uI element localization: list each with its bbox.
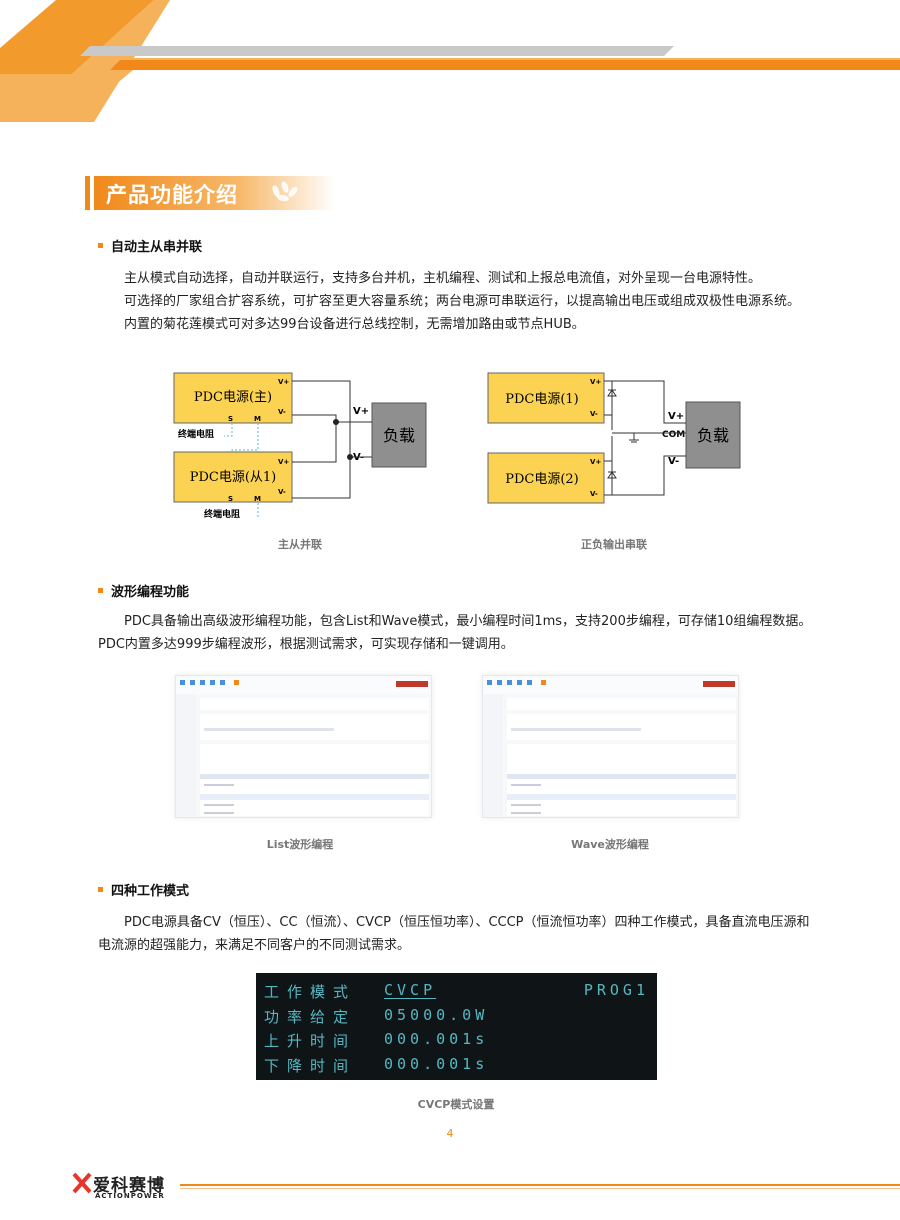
caption-cvcp: CVCP模式设置 [417,1098,495,1111]
logo-subtext: ACTIONPOWER [95,1192,165,1200]
series-diagram: PDC电源(1) V+ V- PDC电源(2) V+ V- 负载 V+ COM … [487,372,741,504]
caption-parallel: 主从并联 [278,538,322,551]
flower-icon [272,181,298,202]
unit-slave-label: PDC电源(从1) [190,470,277,485]
svg-text:V+: V+ [353,406,369,417]
svg-text:V+: V+ [590,458,601,466]
caption-list: List波形编程 [266,838,334,851]
svg-text:V-: V- [590,410,598,418]
header-decoration [0,0,900,122]
sub-heading: 自动主从串并联 [98,236,202,255]
wave-screenshot [482,675,739,818]
svg-text:V+: V+ [668,411,684,422]
unit2-label: PDC电源(2) [505,472,579,487]
svg-text:V+: V+ [278,458,289,466]
svg-text:S: S [228,495,233,503]
footer-line-2 [180,1188,900,1189]
unit1-label: PDC电源(1) [505,392,579,407]
display-row: 上升时间 000.001s [264,1030,489,1050]
unit-master-label: PDC电源(主) [194,390,272,405]
load-label: 负载 [383,426,415,445]
load-label-2: 负载 [697,426,729,445]
display-row: 工作模式 CVCP PROG1 [264,981,649,1001]
svg-text:V-: V- [590,490,598,498]
page-number: 4 [446,1127,454,1140]
cvcp-display: 工作模式 CVCP PROG1 功率给定 05000.0W 上升时间 000.0… [256,973,657,1080]
svg-text:S: S [228,415,233,423]
section-banner [85,176,335,210]
display-row: 下降时间 000.001s [264,1054,489,1075]
svg-text:V+: V+ [278,378,289,386]
svg-text:V-: V- [278,408,286,416]
svg-text:终端电阻: 终端电阻 [203,508,240,520]
caption-wave: Wave波形编程 [571,838,649,851]
svg-text:V-: V- [668,456,679,467]
section-text: PDC电源具备CV（恒压）、CC（恒流）、CVCP（恒压恒功率）、CCCP（恒流… [98,915,810,953]
section-text: 主从模式自动选择，自动并联运行，支持多台并机，主机编程、测试和上报总电流值，对外… [124,271,801,332]
caption-series: 正负输出串联 [581,538,647,551]
list-wave-screenshot [175,675,432,818]
sub-heading: 波形编程功能 [98,581,189,600]
footer-line [180,1184,900,1186]
logo-mark-icon [72,1172,92,1194]
svg-text:V+: V+ [590,378,601,386]
parallel-diagram: PDC电源(主) V+ V- S M 终端电阻 PDC电源(从1) V+ V- … [173,372,427,520]
logo-text: 爱科赛博 [93,1176,165,1196]
svg-text:V-: V- [278,488,286,496]
svg-text:M: M [254,495,261,503]
section-title: 产品功能介绍 [106,183,238,207]
display-row: 功率给定 05000.0W [264,1005,489,1026]
svg-text:COM: COM [662,430,685,440]
sub-heading: 四种工作模式 [98,880,189,899]
section-text: PDC具备输出高级波形编程功能，包含List和Wave模式，最小编程时间1ms，… [98,614,812,652]
svg-text:M: M [254,415,261,423]
terminator-label: 终端电阻 [177,428,214,440]
